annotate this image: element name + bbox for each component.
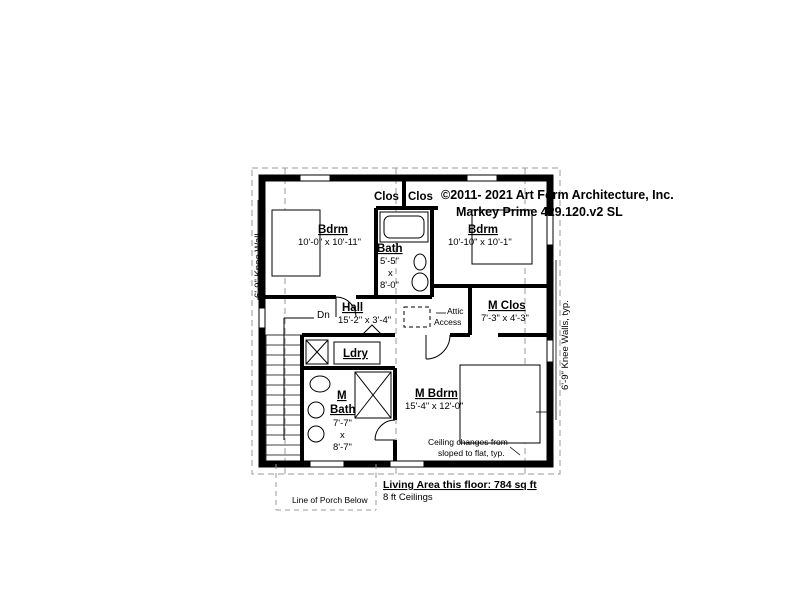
plan-name-text: Markey Prime 429.120.v2 SL	[456, 205, 623, 219]
knee-wall-leaders	[257, 200, 557, 456]
m-bdrm-label: M Bdrm	[415, 388, 458, 400]
porch-label: Line of Porch Below	[292, 495, 368, 505]
bath-dims-2: 8'-0"	[380, 280, 399, 291]
hall-dims: 15'-2" x 3'-4"	[338, 315, 391, 326]
bed-master	[459, 364, 541, 444]
bdrm-right-label: Bdrm	[468, 224, 498, 236]
bed-left	[271, 209, 321, 277]
bdrm-left-dims: 10'-0" x 10'-11"	[298, 237, 361, 248]
m-clos-label: M Clos	[488, 300, 526, 312]
bed-right	[471, 209, 533, 265]
fixtures	[271, 209, 541, 444]
ldry-label: Ldry	[343, 348, 369, 360]
hall-label: Hall	[342, 302, 363, 314]
ceiling-note-2: sloped to flat, typ.	[438, 448, 505, 458]
living-area-text: Living Area this floor: 784 sq ft	[383, 479, 537, 491]
m-bath-dims-1: 7'-7"	[333, 418, 352, 429]
ceilings-text: 8 ft Ceilings	[383, 492, 433, 503]
bdrm-left-label: Bdrm	[318, 224, 348, 236]
bath-sink	[411, 272, 429, 292]
attic-access	[403, 306, 431, 328]
bdrm-right-dims: 10'-10" x 10'-1"	[448, 237, 512, 248]
knee-wall-left-label: 6'-9" Knee Wall	[253, 233, 264, 298]
bath-dims-1: 5'-5"	[380, 256, 399, 267]
bath-toilet	[413, 253, 427, 271]
stairs	[265, 317, 314, 462]
bath-dims-x: x	[388, 268, 393, 279]
porch-outline	[275, 464, 377, 511]
m-bath-dims-2: 8'-7"	[333, 442, 352, 453]
master-toilet	[309, 375, 331, 393]
ceiling-note-1: Ceiling changes from	[428, 437, 508, 447]
door-swings	[335, 296, 451, 441]
m-bdrm-dims: 15'-4" x 12'-0"	[405, 401, 463, 412]
attic-label-1: Attic	[447, 306, 464, 316]
master-sink-2	[307, 425, 325, 443]
m-bath-label-1: M	[337, 390, 347, 402]
exterior-walls	[258, 174, 554, 468]
clos-1-label: Clos	[374, 191, 399, 203]
dn-label: Dn	[317, 310, 330, 321]
m-bath-dims-x: x	[340, 430, 345, 441]
bath-label: Bath	[377, 243, 403, 255]
attic-label-2: Access	[434, 317, 461, 327]
m-clos-dims: 7'-3" x 4'-3"	[481, 313, 529, 324]
knee-wall-right-label: 6'-9" Knee Walls, typ.	[560, 300, 571, 390]
clos-2-label: Clos	[408, 191, 433, 203]
dryer	[333, 341, 381, 365]
master-sink-1	[307, 401, 325, 419]
copyright-text: ©2011- 2021 Art Form Architecture, Inc.	[441, 188, 674, 202]
m-bath-label-2: Bath	[330, 404, 356, 416]
